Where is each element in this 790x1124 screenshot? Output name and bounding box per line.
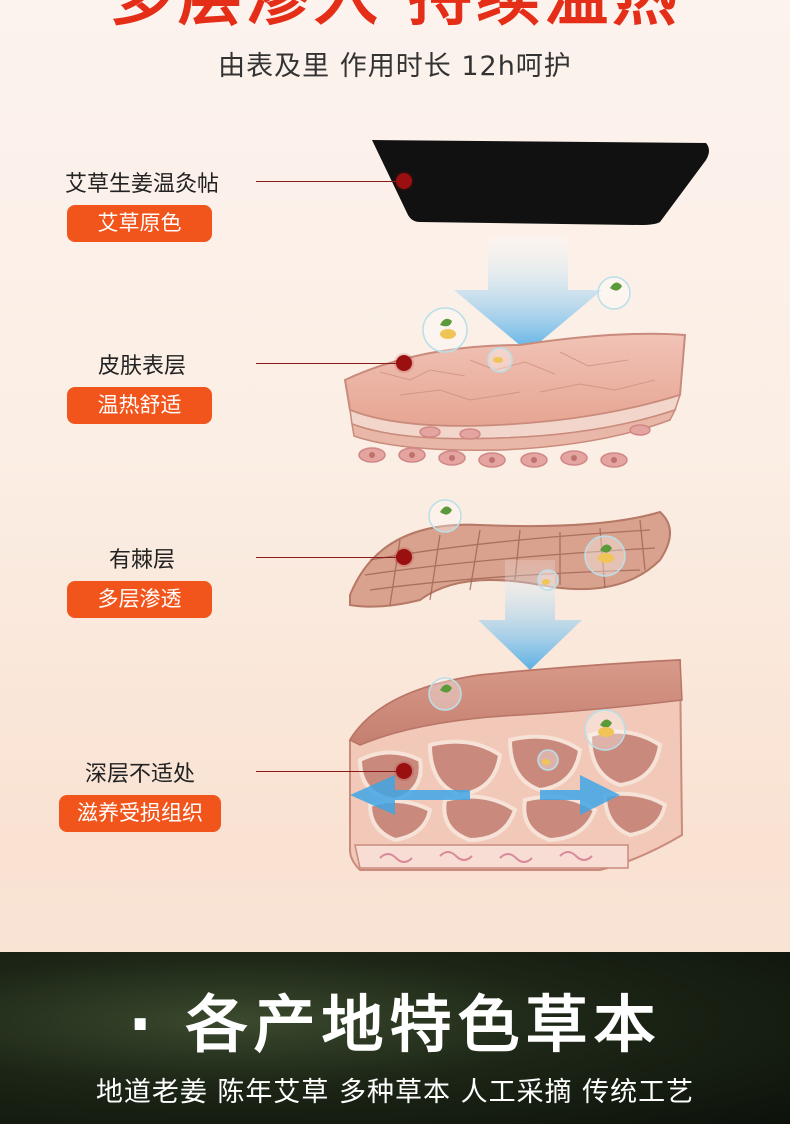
leader-line-patch xyxy=(256,181,404,183)
leader-line-deep xyxy=(256,771,404,773)
arrow-down-2 xyxy=(478,560,582,670)
ginger-pieces xyxy=(440,329,614,765)
tag-skin-surface: 温热舒适 xyxy=(67,387,212,424)
banner-title: · 各产地特色草本 xyxy=(128,988,662,1061)
marker-dot-patch xyxy=(396,173,412,189)
patch-shape xyxy=(372,140,709,225)
marker-dot-spinous xyxy=(396,549,412,565)
skin-layers-illustration xyxy=(343,140,709,871)
label-patch: 艾草生姜温灸帖 xyxy=(64,172,219,197)
herbal-banner: · 各产地特色草本 地道老姜 陈年艾草 多种草本 人工采摘 传统工艺 xyxy=(0,952,790,1124)
infographic-section: 多层渗入 持续温热 由表及里 作用时长 12h呵护 xyxy=(0,0,790,871)
deep-tissue-block xyxy=(348,658,684,871)
tag-patch: 艾草原色 xyxy=(67,205,212,242)
label-spinous: 有棘层 xyxy=(108,548,175,573)
subtitle: 由表及里 作用时长 12h呵护 xyxy=(218,51,572,82)
tag-spinous: 多层渗透 xyxy=(67,581,212,618)
leader-line-skin-surface xyxy=(256,363,404,365)
leader-line-spinous xyxy=(256,557,404,559)
arrow-down-1 xyxy=(454,235,602,352)
arrow-right xyxy=(540,775,620,815)
herb-leaves xyxy=(440,282,622,728)
label-deep: 深层不适处 xyxy=(84,762,195,787)
banner-subtitle: 地道老姜 陈年艾草 多种草本 人工采摘 传统工艺 xyxy=(95,1077,695,1108)
marker-dot-deep xyxy=(396,763,412,779)
arrow-left xyxy=(350,775,470,815)
headline: 多层渗入 持续温热 xyxy=(0,0,790,34)
skin-surface-layer xyxy=(343,332,687,468)
tag-deep: 滋养受损组织 xyxy=(59,795,221,832)
marker-dot-skin-surface xyxy=(396,355,412,371)
label-skin-surface: 皮肤表层 xyxy=(97,354,186,379)
